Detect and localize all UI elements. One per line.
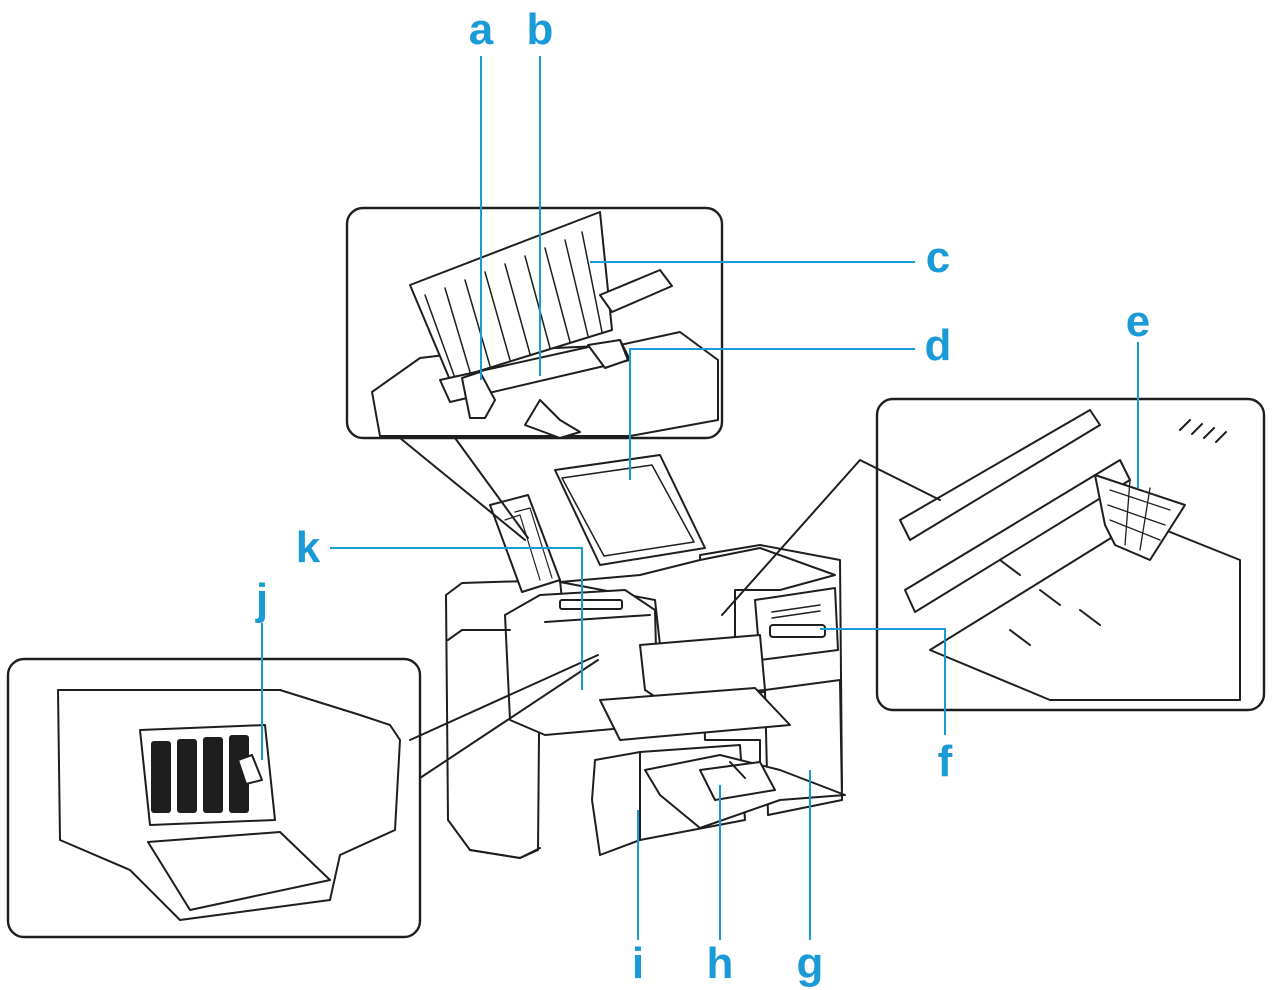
callout-d: d [924, 321, 952, 370]
callout-e: e [1125, 297, 1151, 346]
leader-d [629, 348, 915, 480]
callout-h: h [706, 939, 734, 988]
rear-feeder-inset [345, 206, 724, 440]
callout-i: i [631, 939, 645, 988]
callout-b: b [526, 5, 554, 54]
callout-leaders [261, 56, 1139, 940]
leader-f [820, 628, 946, 735]
ink-cartridge-inset [6, 654, 599, 939]
callout-j: j [255, 575, 269, 624]
print-head-inset [721, 397, 1266, 712]
callout-c: c [925, 233, 951, 282]
callout-a: a [468, 5, 494, 54]
printer-body [445, 454, 846, 859]
callout-g: g [796, 939, 824, 988]
leader-k [330, 547, 583, 690]
callout-f: f [937, 737, 953, 786]
callout-k: k [295, 523, 321, 572]
